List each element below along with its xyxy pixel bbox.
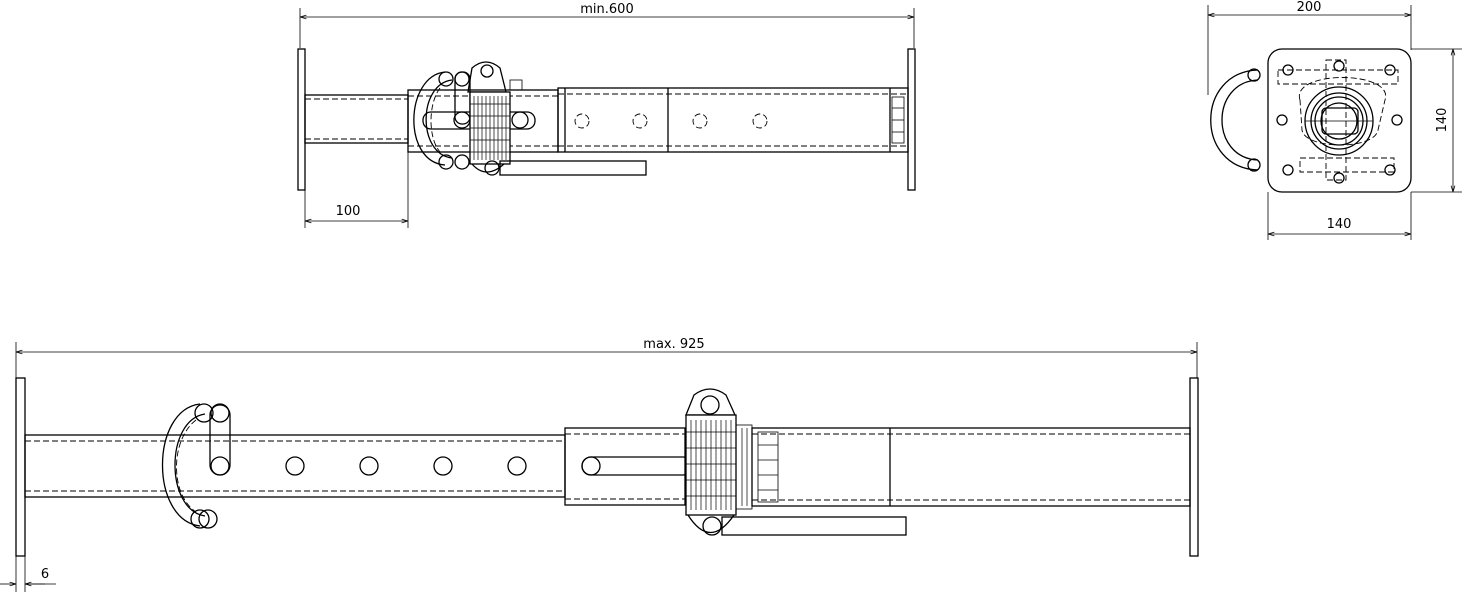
dim-min-length: min.600 (299, 2, 915, 48)
bottom-view-max: max. 925 (0, 337, 1199, 592)
dim-plate-width: 140 (1267, 192, 1412, 240)
dim-max-length-label: max. 925 (643, 337, 704, 352)
end-view: 200 140 (1207, 0, 1462, 240)
dim-offset: 100 (304, 152, 409, 228)
handle-bar (499, 160, 647, 176)
dim-width-total: 200 (1207, 0, 1412, 95)
inner-tube (304, 94, 409, 144)
end-plate-left (297, 48, 306, 191)
dim-max-length: max. 925 (15, 337, 1198, 378)
handle-bar-max (721, 516, 907, 536)
dim-plate-height: 140 (1411, 48, 1462, 193)
base-plate (1267, 48, 1412, 193)
end-plate-right-max (1189, 377, 1199, 557)
end-plate-right (907, 48, 916, 191)
inner-tube-max (24, 434, 566, 498)
outer-tube (557, 87, 909, 153)
coupling-nut (467, 61, 523, 176)
dim-min-length-label: min.600 (580, 2, 633, 17)
top-view-min: min.600 (297, 2, 916, 228)
dim-width-total-label: 200 (1297, 0, 1322, 15)
coupling-nut-max (685, 388, 753, 536)
locking-pin-max (162, 403, 231, 529)
sleeve-max (564, 427, 686, 506)
dim-offset-label: 100 (336, 204, 361, 219)
end-plate-left-max (15, 377, 26, 557)
dim-plate-width-label: 140 (1327, 217, 1352, 232)
dim-plate-thickness-label: 6 (41, 567, 49, 582)
outer-tube-max (751, 427, 1191, 507)
dim-plate-height-label: 140 (1435, 108, 1450, 133)
dim-plate-thickness: 6 (0, 556, 56, 592)
